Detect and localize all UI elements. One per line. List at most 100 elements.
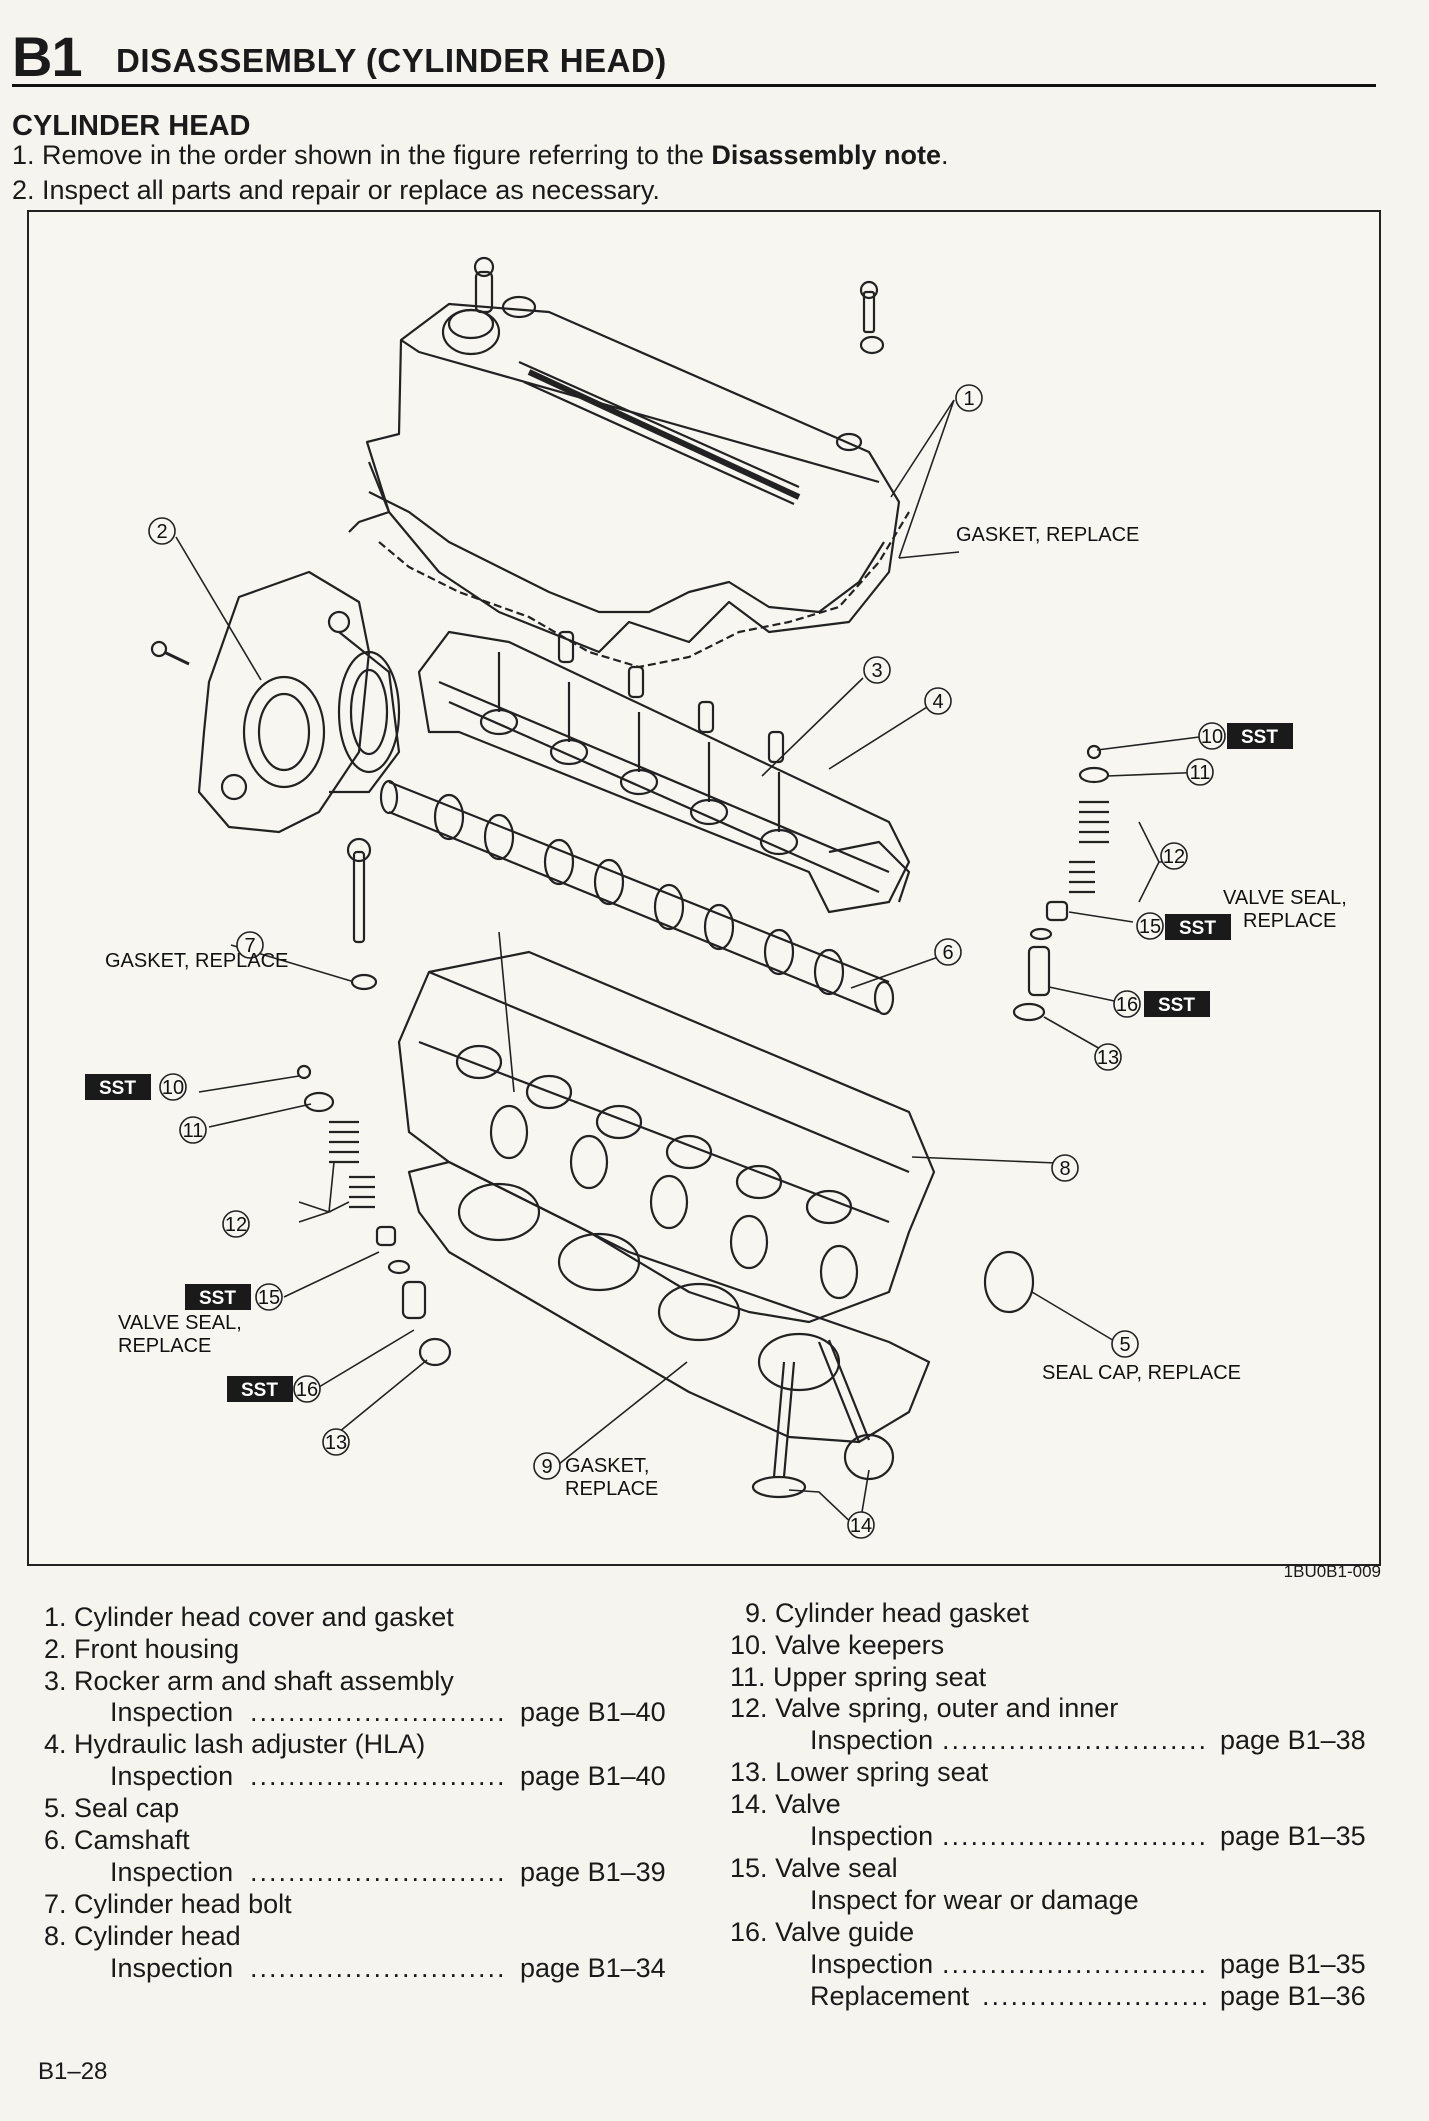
legend-item-10: 10. Valve keepers [730,1630,945,1660]
legend-item-8: 8. Cylinder head [44,1921,241,1951]
sst-badge-15-right: SST [1165,914,1231,940]
front-housing-drawing [150,570,401,834]
legend-item-6: 6. Camshaft [44,1825,190,1855]
legend-item-15: 15. Valve seal [730,1853,898,1883]
legend-item-4: 4. Hydraulic lash adjuster (HLA) [44,1729,426,1759]
legend-item-7: 7. Cylinder head bolt [44,1889,292,1919]
callout-4: 4 [924,687,952,715]
label-gasket-9-1: GASKET, [565,1455,649,1477]
exploded-diagram: 1 2 3 4 5 6 7 8 9 10 11 12 13 14 15 16 1… [27,210,1381,1566]
svg-text:1: 1 [963,388,974,410]
svg-text:8: 8 [1059,1158,1070,1180]
callout-10-right: 10 [1198,722,1226,750]
dot-leader: ........................................… [250,1953,508,1983]
callout-1: 1 [955,384,983,412]
svg-text:10: 10 [162,1077,184,1099]
svg-text:SST: SST [241,1380,278,1401]
svg-text:9: 9 [541,1456,552,1478]
legend-item-16-page2: page B1–36 [1220,1981,1366,2011]
instruction-step-1: 1. Remove in the order shown in the figu… [12,140,949,171]
head-bolt-drawing [346,837,378,991]
legend-item-12-page: page B1–38 [1220,1725,1366,1755]
step1-text: 1. Remove in the order shown in the figu… [12,140,712,170]
section-code: B1 [12,25,83,88]
legend-item-9: 9. Cylinder head gasket [745,1598,1029,1628]
cylinder-head-drawing [397,950,936,1324]
legend-item-5: 5. Seal cap [44,1793,180,1823]
svg-text:4: 4 [932,691,943,713]
legend-item-12: 12. Valve spring, outer and inner [730,1693,1119,1723]
svg-text:11: 11 [1190,762,1211,784]
step1-end: . [940,140,949,170]
dot-leader: ........................................… [250,1857,508,1887]
dot-leader: ........................................… [982,1981,1210,2011]
sst-badge-16-left: SST [227,1376,293,1402]
legend-item-14: 14. Valve [730,1789,841,1819]
svg-text:11: 11 [183,1120,204,1142]
label-valve-seal-left-2: REPLACE [118,1335,211,1357]
diagram-drawing: 1 2 3 4 5 6 7 8 9 10 11 12 13 14 15 16 1… [85,256,1347,1539]
callout-5: 5 [1111,1330,1139,1358]
dot-leader: ........................................… [942,1725,1210,1755]
legend-item-3-page: page B1–40 [520,1697,666,1727]
callout-6: 6 [934,938,962,966]
svg-text:3: 3 [871,660,882,682]
legend-item-6-page: page B1–39 [520,1857,666,1887]
callout-12-right: 12 [1160,842,1188,870]
legend-item-16-page: page B1–35 [1220,1949,1366,1979]
svg-text:2: 2 [156,521,167,543]
legend-item-2: 2. Front housing [44,1634,240,1664]
callout-15-right: 15 [1136,912,1164,940]
legend-item-14-sub: Inspection [810,1821,934,1851]
svg-text:SST: SST [1241,727,1278,748]
label-seal-cap-replace: SEAL CAP, REPLACE [1042,1362,1241,1384]
svg-text:7: 7 [244,935,255,957]
svg-text:5: 5 [1119,1334,1130,1356]
callout-11-left: 11 [179,1116,207,1144]
legend-item-14-page: page B1–35 [1220,1821,1366,1851]
rocker-assembly-drawing [417,630,911,914]
svg-text:14: 14 [850,1515,872,1537]
svg-text:6: 6 [942,942,953,964]
right-valve-parts-drawing [1012,744,1110,1022]
svg-text:SST: SST [1158,995,1195,1016]
sst-badge-16-right: SST [1144,991,1210,1017]
legend-item-1: 1. Cylinder head cover and gasket [44,1602,454,1632]
callout-3: 3 [863,656,891,684]
callout-9: 9 [533,1452,561,1480]
legend-item-3-sub: Inspection [110,1697,234,1727]
label-valve-seal-left-1: VALVE SEAL, [118,1312,242,1334]
svg-text:15: 15 [1139,916,1161,938]
callout-15-left: 15 [255,1283,283,1311]
camshaft-drawing [379,779,895,1016]
svg-text:16: 16 [296,1379,318,1401]
svg-text:16: 16 [1116,994,1138,1016]
head-cover-drawing [348,256,901,654]
svg-text:SST: SST [99,1078,136,1099]
legend-item-13: 13. Lower spring seat [730,1757,989,1787]
label-gasket-9-2: REPLACE [565,1478,658,1500]
legend-item-11: 11. Upper spring seat [730,1662,987,1692]
callout-8: 8 [1051,1154,1079,1182]
label-valve-seal-right-2: REPLACE [1243,910,1336,932]
cover-bolt-drawing [859,280,885,355]
legend-item-6-sub: Inspection [110,1857,234,1887]
seal-cap-drawing [983,1250,1035,1314]
cover-gasket-drawing [378,511,910,669]
label-gasket-replace-left: GASKET, REPLACE [105,950,288,972]
legend-item-8-sub: Inspection [110,1953,234,1983]
dot-leader: ........................................… [942,1821,1210,1851]
label-valve-seal-right-1: VALVE SEAL, [1223,887,1347,909]
legend-item-16-sub: Inspection [810,1949,934,1979]
legend-item-4-sub: Inspection [110,1761,234,1791]
callout-7: 7 [236,931,264,959]
section-subtitle: CYLINDER HEAD [12,110,251,142]
figure-code: 1BU0B1-009 [1283,1562,1381,1581]
sst-badge-15-left: SST [185,1284,251,1310]
svg-text:SST: SST [1179,918,1216,939]
svg-text:SST: SST [199,1288,236,1309]
dot-leader: ........................................… [250,1697,508,1727]
instruction-step-2: 2. Inspect all parts and repair or repla… [12,175,660,205]
callout-14: 14 [847,1511,875,1539]
legend-item-15-sub: Inspect for wear or damage [810,1885,1139,1915]
